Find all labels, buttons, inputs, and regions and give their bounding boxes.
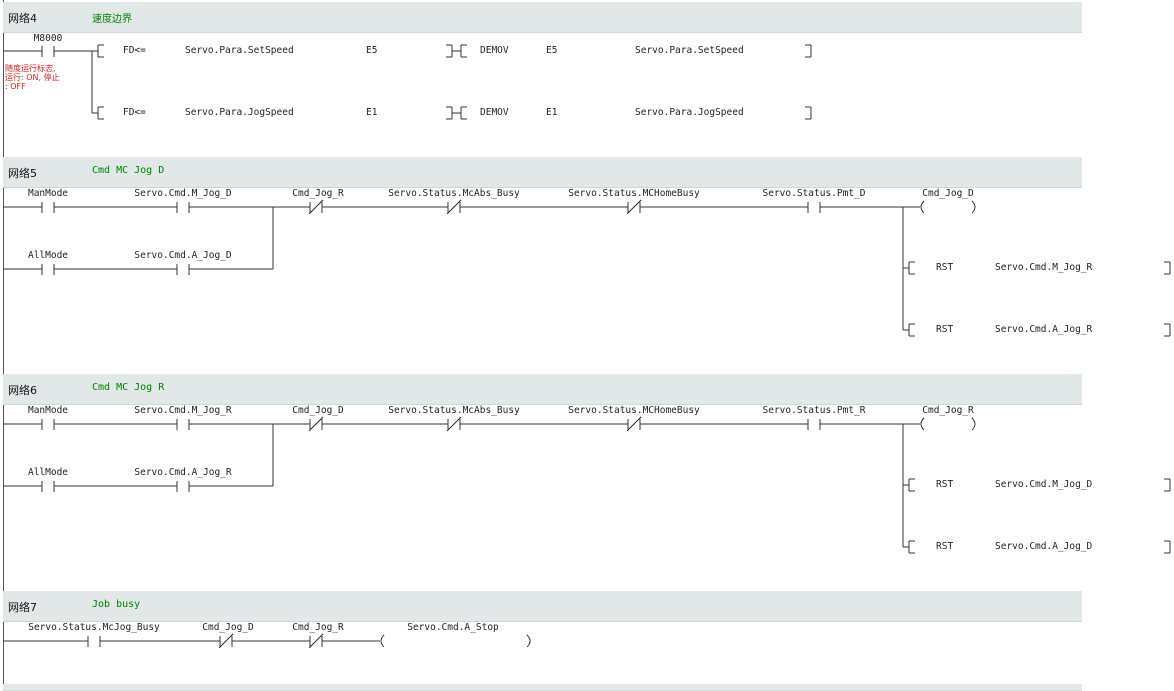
instruction-operand[interactable]: Servo.Cmd.M_Jog_R bbox=[995, 262, 1093, 273]
instruction-operand[interactable]: Servo.Cmd.A_Jog_R bbox=[995, 324, 1093, 335]
instruction-operand[interactable]: Servo.Cmd.A_Jog_D bbox=[995, 541, 1093, 552]
contact-label[interactable]: Servo.Cmd.M_Jog_R bbox=[134, 405, 232, 416]
instruction-operand[interactable]: Servo.Para.SetSpeed bbox=[185, 45, 294, 56]
contact-label[interactable]: Cmd_Jog_D bbox=[202, 622, 254, 633]
instruction-operand[interactable]: E1 bbox=[546, 107, 558, 118]
contact-label[interactable]: Servo.Status.McJog_Busy bbox=[28, 622, 160, 633]
network-7-header[interactable]: 网络7 Job busy bbox=[3, 591, 1082, 622]
contact-label[interactable]: Servo.Status.McAbs_Busy bbox=[388, 405, 520, 416]
contact-label[interactable]: Servo.Status.McAbs_Busy bbox=[388, 188, 520, 199]
coil-label[interactable]: Cmd_Jog_D bbox=[922, 188, 974, 199]
instruction-op[interactable]: RST bbox=[936, 541, 954, 552]
instruction-op[interactable]: DEMOV bbox=[480, 107, 509, 118]
instruction-operand[interactable]: Servo.Para.JogSpeed bbox=[185, 107, 294, 118]
network-title: 网络5 bbox=[8, 167, 37, 180]
contact-label[interactable]: Servo.Cmd.M_Jog_D bbox=[134, 188, 232, 199]
contact-label[interactable]: AllMode bbox=[27, 250, 69, 261]
contact-label[interactable]: Servo.Cmd.A_Jog_R bbox=[134, 467, 232, 478]
coil-label[interactable]: Cmd_Jog_R bbox=[922, 405, 974, 416]
contact-label[interactable]: M8000 bbox=[33, 33, 63, 44]
contact-label[interactable]: Cmd_Jog_D bbox=[292, 405, 344, 416]
contact-label[interactable]: Cmd_Jog_R bbox=[292, 188, 344, 199]
instruction-op[interactable]: RST bbox=[936, 479, 954, 490]
contact-label[interactable]: Servo.Status.MCHomeBusy bbox=[568, 188, 700, 199]
network-comment: 速度边界 bbox=[92, 14, 132, 25]
instruction-op[interactable]: FD<= bbox=[123, 107, 146, 118]
instruction-operand[interactable]: Servo.Cmd.M_Jog_D bbox=[995, 479, 1093, 490]
network-title: 网络7 bbox=[8, 601, 37, 614]
contact-label[interactable]: Servo.Status.Pmt_D bbox=[762, 188, 866, 199]
left-power-rail bbox=[3, 0, 4, 688]
network-5-header[interactable]: 网络5 Cmd MC Jog D bbox=[3, 157, 1082, 188]
network-comment: Cmd MC Jog R bbox=[92, 382, 165, 393]
instruction-operand[interactable]: Servo.Para.JogSpeed bbox=[635, 107, 744, 118]
network-title: 网络4 bbox=[8, 12, 37, 25]
network-comment: Cmd MC Jog D bbox=[92, 165, 165, 176]
network-4-header[interactable]: 网络4 速度边界 bbox=[3, 2, 1082, 33]
contact-label[interactable]: ManMode bbox=[27, 405, 69, 416]
instruction-operand[interactable]: E5 bbox=[366, 45, 378, 56]
contact-label[interactable]: Servo.Cmd.A_Jog_D bbox=[134, 250, 232, 261]
contact-label[interactable]: Cmd_Jog_R bbox=[292, 622, 344, 633]
network-title: 网络6 bbox=[8, 384, 37, 397]
network-6-header[interactable]: 网络6 Cmd MC Jog R bbox=[3, 374, 1082, 405]
contact-label[interactable]: Servo.Status.Pmt_R bbox=[762, 405, 866, 416]
instruction-op[interactable]: FD<= bbox=[123, 45, 146, 56]
contact-label[interactable]: AllMode bbox=[27, 467, 69, 478]
instruction-op[interactable]: RST bbox=[936, 324, 954, 335]
instruction-operand[interactable]: E5 bbox=[546, 45, 558, 56]
instruction-op[interactable]: DEMOV bbox=[480, 45, 509, 56]
contact-comment: 随度运行标志, 运行: ON, 停止 : OFF bbox=[5, 64, 60, 91]
instruction-operand[interactable]: Servo.Para.SetSpeed bbox=[635, 45, 744, 56]
instruction-op[interactable]: RST bbox=[936, 262, 954, 273]
contact-label[interactable]: Servo.Status.MCHomeBusy bbox=[568, 405, 700, 416]
network-comment: Job busy bbox=[92, 599, 141, 610]
coil-label[interactable]: Servo.Cmd.A_Stop bbox=[407, 622, 499, 633]
instruction-operand[interactable]: E1 bbox=[366, 107, 378, 118]
contact-label[interactable]: ManMode bbox=[27, 188, 69, 199]
